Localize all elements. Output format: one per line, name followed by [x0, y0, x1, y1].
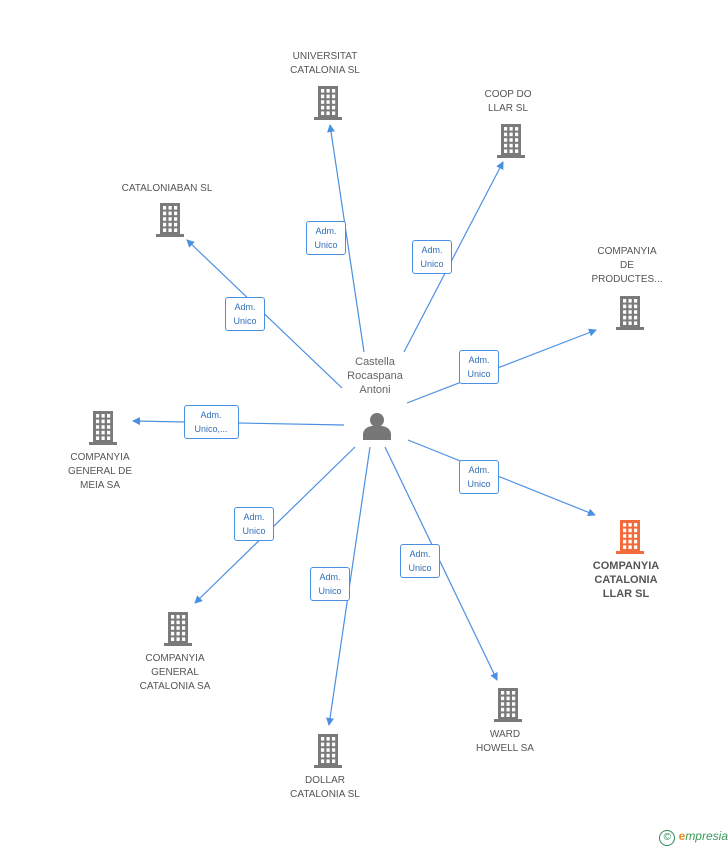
company-label-catalonialban[interactable]: CATALONIABAN SL [121, 183, 213, 194]
brand-logo-text: mpresia [685, 829, 728, 843]
edge-label-general-catalonia[interactable]: Adm. Unico [234, 507, 274, 541]
edge-ward [384, 446, 498, 681]
building-icon-ward[interactable] [494, 688, 522, 722]
edge-label-universitat[interactable]: Adm. Unico [306, 221, 346, 255]
building-icon-universitat[interactable] [314, 86, 342, 120]
edge-universitat [327, 124, 365, 353]
edge-label-catalonialban[interactable]: Adm. Unico [225, 297, 265, 331]
company-label-productes[interactable]: COMPANYIA DE PRODUCTES... [591, 246, 663, 285]
person-name-label[interactable]: Castella Rocaspana Antoni [347, 356, 403, 396]
edge-productes [406, 328, 597, 404]
building-icon-general-catalonia[interactable] [164, 612, 192, 646]
edge-label-coop[interactable]: Adm. Unico [412, 240, 452, 274]
company-label-llar[interactable]: COMPANYIA CATALONIA LLAR SL [592, 560, 660, 600]
edge-llar [407, 439, 596, 517]
brand-logo-e: e [678, 829, 686, 843]
person-icon[interactable] [363, 413, 391, 440]
building-icon-productes[interactable] [616, 296, 644, 330]
building-icon-llar[interactable] [616, 520, 644, 554]
footer-brand[interactable]: © empresia [659, 829, 728, 846]
company-label-general-catalonia[interactable]: COMPANYIA GENERAL CATALONIA SA [139, 653, 211, 692]
edge-label-meia[interactable]: Adm. Unico,... [183, 405, 239, 439]
company-label-ward[interactable]: WARD HOWELL SA [476, 729, 534, 754]
copyright-icon: © [659, 830, 676, 846]
building-icon-catalonialban[interactable] [156, 203, 184, 237]
edge-label-dollar[interactable]: Adm. Unico [310, 567, 350, 601]
company-label-meia[interactable]: COMPANYIA GENERAL DE MEIA SA [67, 452, 133, 491]
edge-meia [132, 417, 345, 426]
company-label-dollar[interactable]: DOLLAR CATALONIA SL [290, 775, 360, 800]
building-icon-coop[interactable] [497, 124, 525, 158]
building-icon-dollar[interactable] [314, 734, 342, 768]
edge-coop [403, 161, 504, 353]
building-icon-meia[interactable] [89, 411, 117, 445]
edge-label-ward[interactable]: Adm. Unico [400, 544, 440, 578]
company-label-universitat[interactable]: UNIVERSITAT CATALONIA SL [290, 51, 360, 76]
edge-general-catalonia [194, 446, 356, 604]
edge-label-llar[interactable]: Adm. Unico [459, 460, 499, 494]
company-label-coop[interactable]: COOP DO LLAR SL [484, 89, 532, 114]
edge-label-productes[interactable]: Adm. Unico [459, 350, 499, 384]
